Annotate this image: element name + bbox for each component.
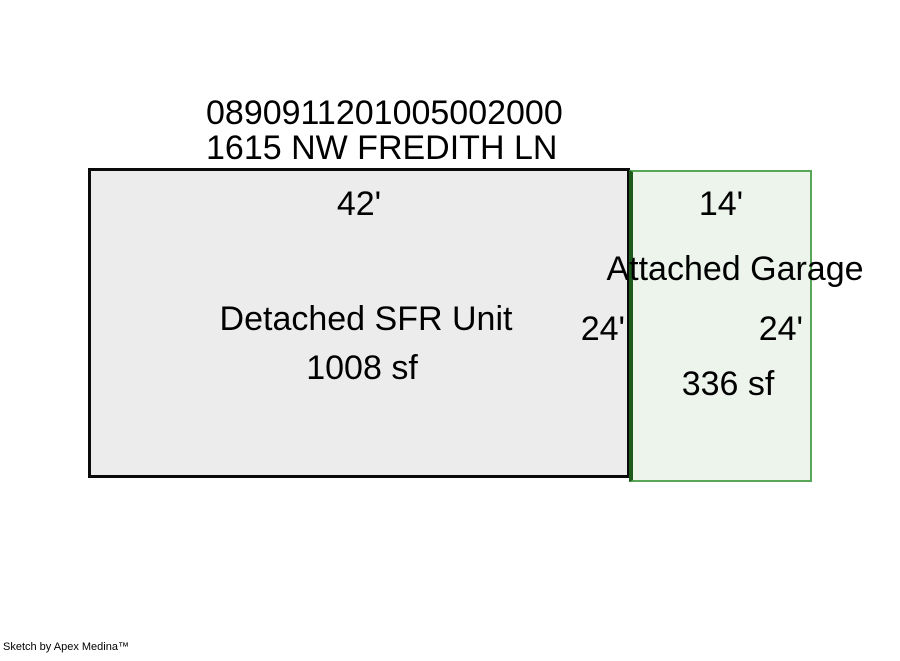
garage-building-outline — [629, 170, 812, 482]
sfr-name-label: Detached SFR Unit — [219, 300, 513, 338]
property-address: 1615 NW FREDITH LN — [206, 129, 558, 167]
sfr-depth-dimension-label: 24' — [580, 310, 625, 348]
garage-name-label: Attached Garage — [606, 250, 864, 288]
garage-depth-dimension-label: 24' — [758, 310, 803, 348]
garage-width-dimension-label: 14' — [698, 185, 744, 223]
sfr-building-outline — [88, 168, 630, 478]
garage-area-label: 336 sf — [681, 365, 775, 403]
sketch-credit: Sketch by Apex Medina™ — [3, 641, 129, 653]
sfr-area-label: 1008 sf — [306, 349, 418, 387]
parcel-id: 0890911201005002000 — [206, 94, 563, 132]
sfr-width-dimension-label: 42' — [336, 185, 382, 223]
